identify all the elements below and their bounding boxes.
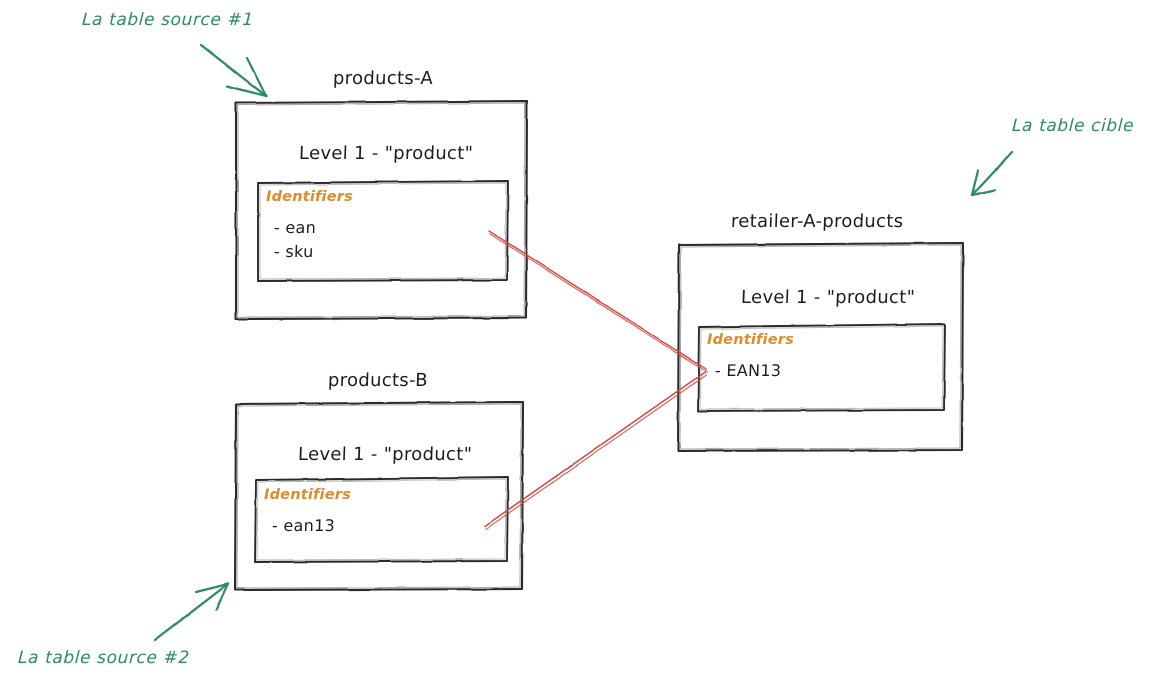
products-a-outer-rect bbox=[234, 99, 529, 321]
identifiers-label-retailer-a-products: Identifiers bbox=[707, 332, 794, 348]
identifier-item: - ean13 bbox=[271, 516, 336, 535]
annotation-arrow-source1 bbox=[199, 43, 268, 98]
identifiers-label-products-a: Identifiers bbox=[266, 189, 353, 205]
table-title-retailer-a-products: retailer-A-products bbox=[730, 211, 904, 232]
annotation-label-source2: La table source #2 bbox=[17, 648, 191, 668]
identifiers-label-products-b: Identifiers bbox=[264, 487, 351, 503]
annotation-arrow-source2 bbox=[153, 582, 230, 642]
level-label-products-b: Level 1 - "product" bbox=[297, 444, 473, 465]
annotation-label-source1: La table source #1 bbox=[81, 10, 255, 30]
mapping-line-products-b-to-retailer bbox=[484, 371, 707, 530]
level-label-products-a: Level 1 - "product" bbox=[298, 143, 474, 164]
identifier-item: - sku bbox=[273, 242, 314, 261]
level-label-retailer-a-products: Level 1 - "product" bbox=[740, 287, 916, 308]
identifier-item: - EAN13 bbox=[714, 361, 782, 380]
table-title-products-b: products-B bbox=[327, 370, 429, 391]
identifier-item: - ean bbox=[273, 218, 317, 237]
table-title-products-a: products-A bbox=[332, 68, 434, 89]
mapping-line-products-a-to-retailer bbox=[488, 230, 708, 373]
annotation-arrow-target bbox=[970, 150, 1014, 197]
annotation-label-target: La table cible bbox=[1011, 116, 1135, 136]
